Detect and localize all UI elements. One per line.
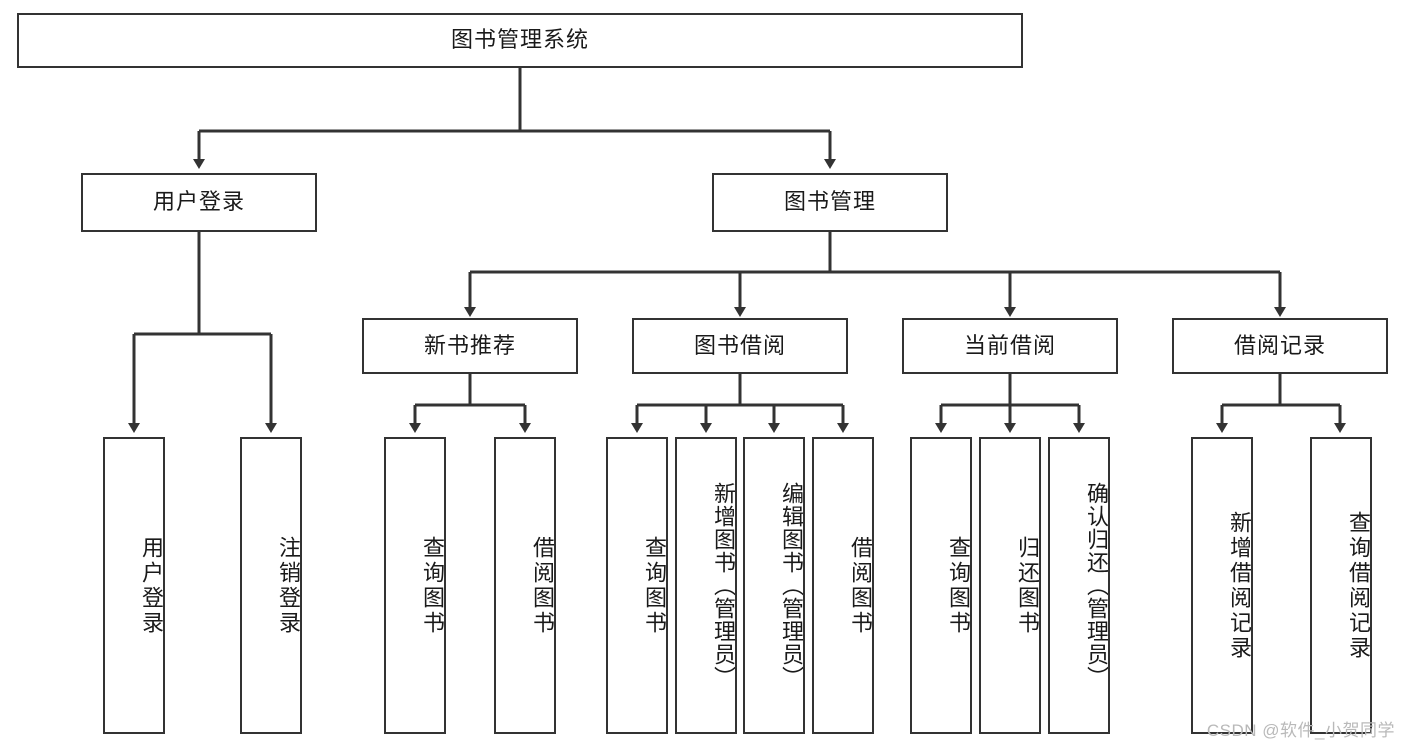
leaf-logout[interactable]: 注销登录 [240,437,302,734]
node-new-book-recommend[interactable]: 新书推荐 [362,318,578,374]
node-label: 新书推荐 [423,332,516,358]
leaf-confirm-return-admin[interactable]: 确认归还（管理员） [1048,437,1110,734]
leaf-return-book[interactable]: 归还图书 [979,437,1041,734]
node-label: 借阅记录 [1233,332,1326,358]
node-label: 归还图书 [1015,535,1040,636]
node-label: 新增图书（管理员） [711,482,736,689]
node-label: 查询图书 [946,535,971,636]
node-root-system[interactable]: 图书管理系统 [17,13,1023,68]
node-borrow-record[interactable]: 借阅记录 [1172,318,1388,374]
node-label: 图书管理系统 [450,27,589,53]
node-label: 借阅图书 [530,535,555,636]
leaf-borrow-book-recommend[interactable]: 借阅图书 [494,437,556,734]
leaf-query-borrow-record[interactable]: 查询借阅记录 [1310,437,1372,734]
node-label: 编辑图书（管理员） [779,482,804,689]
leaf-query-book-recommend[interactable]: 查询图书 [384,437,446,734]
leaf-borrow-book[interactable]: 借阅图书 [812,437,874,734]
leaf-add-book-admin[interactable]: 新增图书（管理员） [675,437,737,734]
node-user-login[interactable]: 用户登录 [81,173,317,232]
node-label: 借阅图书 [848,535,873,636]
node-label: 查询图书 [642,535,667,636]
node-book-borrow[interactable]: 图书借阅 [632,318,848,374]
leaf-edit-book-admin[interactable]: 编辑图书（管理员） [743,437,805,734]
node-label: 图书管理 [783,189,876,215]
node-label: 当前借阅 [963,332,1056,358]
leaf-user-login[interactable]: 用户登录 [103,437,165,734]
node-label: 确认归还（管理员） [1084,482,1109,689]
node-label: 用户登录 [152,189,245,215]
node-book-management[interactable]: 图书管理 [712,173,948,232]
node-current-borrow[interactable]: 当前借阅 [902,318,1118,374]
node-label: 查询图书 [420,535,445,636]
leaf-query-book-current[interactable]: 查询图书 [910,437,972,734]
node-label: 新增借阅记录 [1227,510,1252,661]
node-label: 用户登录 [139,535,164,636]
csdn-watermark: CSDN @软件_小贺同学 [1206,721,1395,740]
leaf-add-borrow-record[interactable]: 新增借阅记录 [1191,437,1253,734]
node-label: 注销登录 [276,535,301,636]
leaf-query-book-borrow[interactable]: 查询图书 [606,437,668,734]
node-label: 查询借阅记录 [1346,510,1371,661]
node-label: 图书借阅 [693,332,786,358]
